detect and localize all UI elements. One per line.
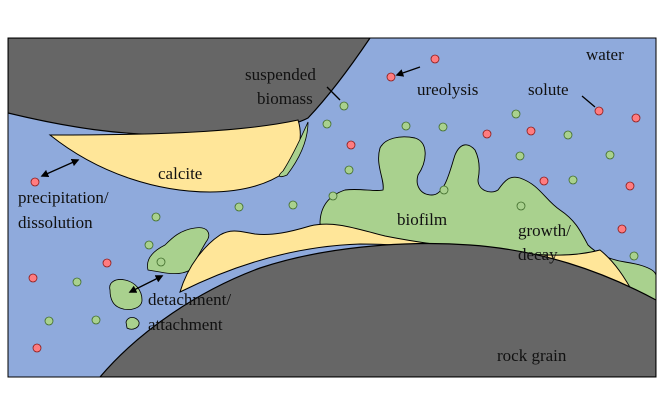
- label-growth-decay: growth/ decay: [518, 221, 575, 264]
- biomass-dot: [438, 122, 448, 132]
- detachment-arrow: [128, 275, 164, 293]
- label-detachment-line2: attachment: [148, 315, 223, 334]
- label-calcite: calcite: [158, 164, 202, 183]
- biomass-dot: [44, 316, 54, 326]
- biomass-dot: [515, 151, 525, 161]
- biomass-dot: [563, 130, 573, 140]
- label-precipitation-line2: dissolution: [18, 213, 93, 232]
- ureolysis-arrow: [395, 66, 421, 77]
- biomass-dot: [516, 201, 526, 211]
- label-biofilm: biofilm: [397, 210, 447, 229]
- label-suspended-biomass-line1: suspended: [245, 65, 316, 84]
- precipitation-arrow: [40, 158, 80, 178]
- solute-dot: [539, 176, 549, 186]
- label-detachment-attachment: detachment/ attachment: [148, 290, 235, 334]
- biomass-dot: [156, 257, 166, 267]
- biomass-dot: [339, 101, 349, 111]
- label-precipitation-line1: precipitation/: [18, 188, 109, 207]
- label-precipitation-dissolution: precipitation/ dissolution: [18, 188, 113, 232]
- solute-dot: [32, 343, 42, 353]
- label-water: water: [586, 45, 624, 64]
- biomass-dot: [401, 121, 411, 131]
- biomass-dot: [568, 175, 578, 185]
- biomass-dot: [328, 191, 338, 201]
- biofilm-small-piece: [125, 317, 140, 330]
- biomass-dot: [439, 185, 449, 195]
- solute-dot: [102, 258, 112, 268]
- solute-dot: [631, 113, 641, 123]
- solute-dot: [30, 177, 40, 187]
- biomass-dot: [605, 150, 615, 160]
- solute-dot: [625, 181, 635, 191]
- suspended-biomass-leader: [326, 86, 341, 101]
- biomass-dot: [234, 202, 244, 212]
- label-suspended-biomass-line2: biomass: [257, 89, 313, 108]
- label-detachment-line1: detachment/: [148, 290, 231, 309]
- biomass-dots: [44, 101, 639, 326]
- diagram-frame: [7, 37, 657, 378]
- biomass-dot: [91, 315, 101, 325]
- solute-dot: [28, 273, 38, 283]
- label-growth-line2: decay: [518, 245, 558, 264]
- solute-leader: [581, 95, 596, 108]
- solute-dot: [430, 54, 440, 64]
- biomass-dot: [288, 200, 298, 210]
- annotation-lines: [40, 66, 596, 293]
- biomass-dot: [151, 212, 161, 222]
- label-solute: solute: [528, 80, 569, 99]
- biomass-dot: [511, 109, 521, 119]
- solute-dot: [386, 72, 396, 82]
- biomass-dot: [629, 251, 639, 261]
- label-growth-line1: growth/: [518, 221, 571, 240]
- label-rock-grain: rock grain: [497, 346, 567, 365]
- solute-dot: [594, 106, 604, 116]
- solute-dot: [346, 140, 356, 150]
- biomass-dot: [344, 165, 354, 175]
- solute-dot: [526, 126, 536, 136]
- biofilm-patch-upper: [278, 121, 309, 178]
- solute-dots: [28, 54, 641, 353]
- biomass-dot: [322, 119, 332, 129]
- biomass-dot: [144, 240, 154, 250]
- solute-dot: [617, 224, 627, 234]
- lower-rock-grain: [99, 242, 656, 377]
- label-ureolysis: ureolysis: [417, 80, 478, 99]
- solute-dot: [482, 129, 492, 139]
- label-suspended-biomass: suspended biomass: [245, 65, 320, 108]
- biomass-dot: [72, 277, 82, 287]
